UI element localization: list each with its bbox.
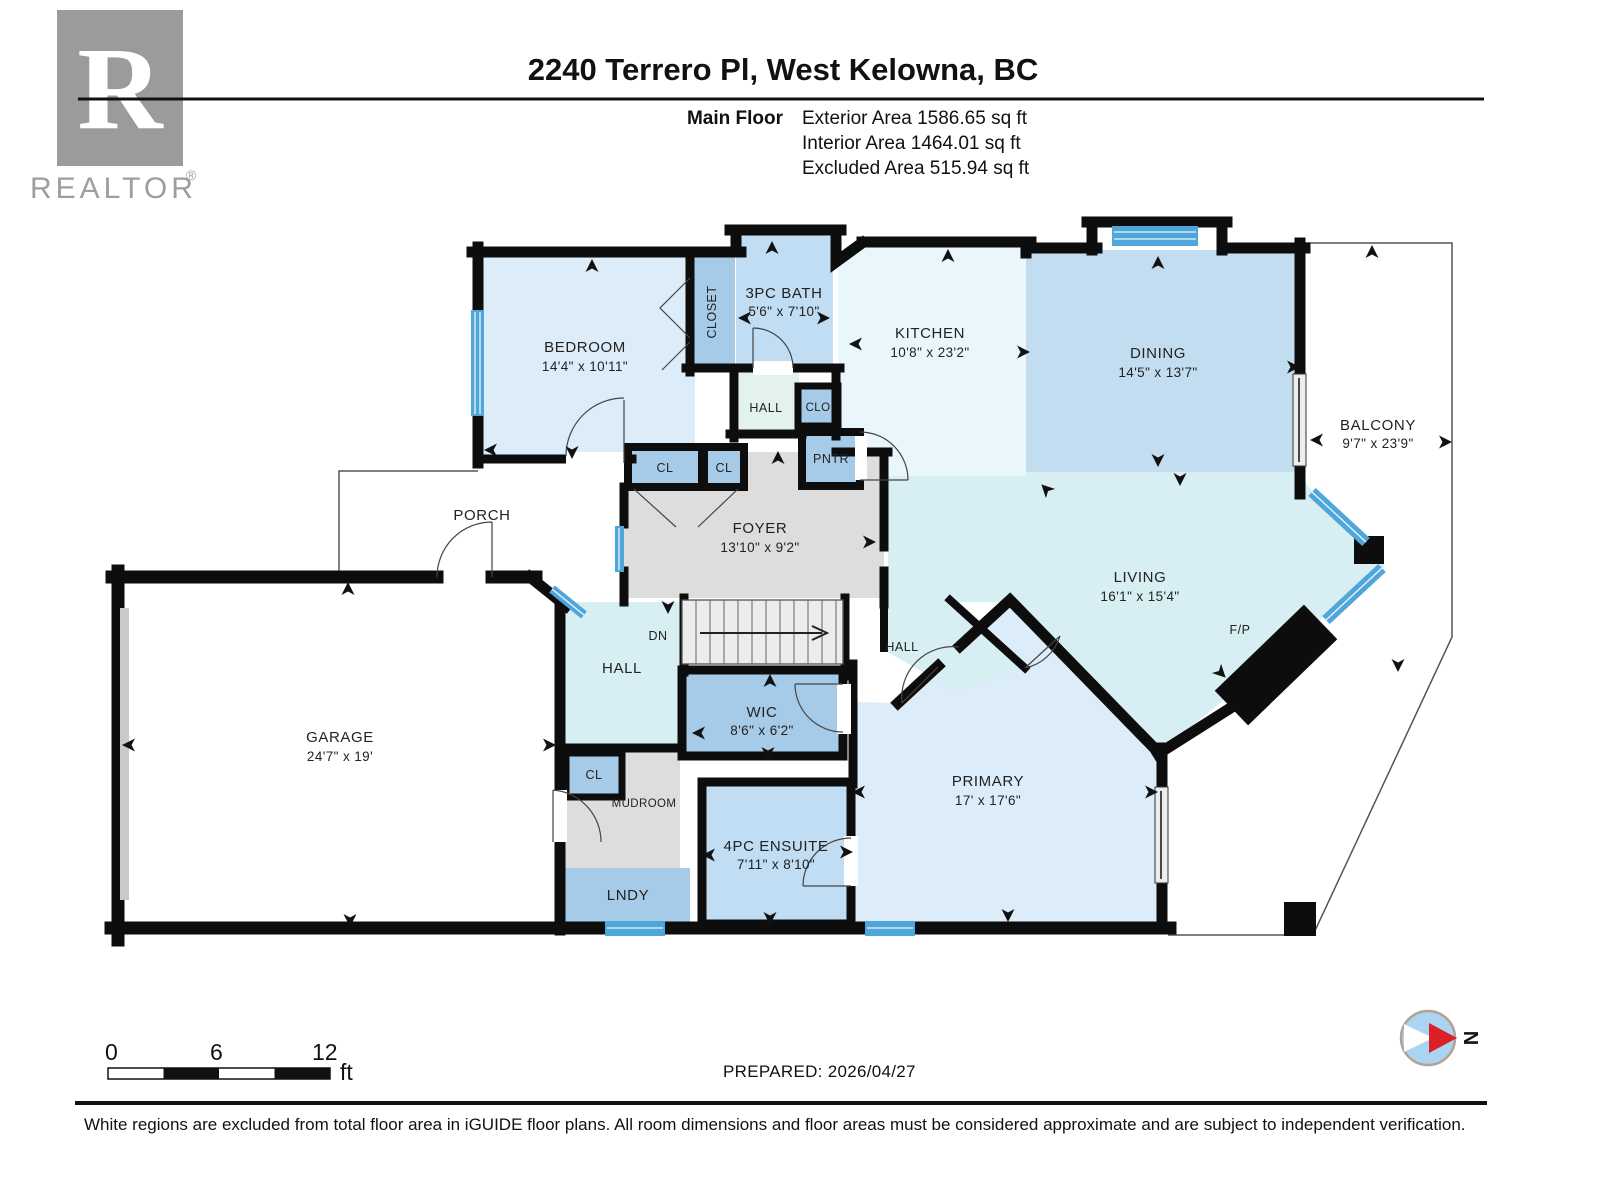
label-ensuite: 4PC ENSUITE	[724, 838, 829, 855]
room-dining	[1026, 250, 1300, 472]
scale-tick-0: 0	[105, 1039, 118, 1065]
dims-dining: 14'5" x 13'7"	[1118, 365, 1197, 380]
page-title: 2240 Terrero Pl, West Kelowna, BC	[528, 52, 1039, 87]
room-kitchen	[838, 246, 1026, 476]
prepared-date: PREPARED: 2026/04/27	[723, 1062, 916, 1081]
realtor-logo-box	[57, 10, 183, 166]
label-clo: CLO	[806, 402, 831, 414]
scale-unit: ft	[340, 1059, 353, 1085]
label-cl-a: CL	[657, 461, 674, 475]
room-labels: BEDROOM 14'4" x 10'11" CLOSET 3PC BATH 5…	[306, 285, 1416, 904]
label-hall-right: HALL	[885, 640, 918, 654]
dims-living: 16'1" x 15'4"	[1100, 589, 1179, 604]
label-hall-left: HALL	[602, 660, 642, 677]
door-gap	[566, 452, 624, 466]
porch-outline	[338, 470, 478, 577]
floor-label: Main Floor	[687, 108, 784, 129]
fireplace	[1214, 604, 1338, 726]
label-garage: GARAGE	[306, 729, 374, 746]
primary-door	[901, 646, 960, 704]
hall-living-door	[1024, 635, 1061, 669]
exterior-walls-main	[466, 216, 1311, 936]
door-gap	[844, 836, 858, 886]
interior-walls-thin	[880, 594, 1031, 674]
dims-bath: 5'6" x 7'10"	[748, 304, 819, 319]
stairs	[681, 599, 844, 665]
label-balcony: BALCONY	[1340, 417, 1416, 434]
realtor-logo-wordmark: REALTOR	[30, 172, 197, 205]
front-door	[436, 521, 493, 578]
label-porch: PORCH	[453, 507, 510, 524]
dims-wic: 8'6" x 6'2"	[730, 723, 793, 738]
header: R REALTOR ® 2240 Terrero Pl, West Kelown…	[30, 10, 1484, 205]
room-fills	[483, 235, 1385, 924]
windows	[120, 226, 1386, 936]
excluded-area: Excluded Area 515.94 sq ft	[802, 158, 1030, 179]
room-closet	[690, 252, 735, 368]
compass: N	[1399, 1009, 1481, 1067]
label-dining: DINING	[1130, 345, 1186, 362]
interior-walls	[473, 247, 893, 789]
disclaimer: White regions are excluded from total fl…	[84, 1115, 1466, 1134]
room-cl-mud	[562, 749, 626, 801]
door-gap	[753, 361, 793, 375]
dims-ensuite: 7'11" x 8'10"	[737, 857, 815, 872]
dims-kitchen: 10'8" x 23'2"	[890, 345, 969, 360]
interior-area: Interior Area 1464.01 sq ft	[802, 133, 1021, 154]
room-hall-top	[739, 372, 799, 434]
door-gap	[553, 790, 567, 842]
dims-bedroom: 14'4" x 10'11"	[542, 359, 628, 374]
label-bath: 3PC BATH	[745, 285, 822, 302]
label-kitchen: KITCHEN	[895, 325, 965, 342]
stairs-direction-arrow	[811, 625, 830, 641]
label-mudroom: MUDROOM	[612, 798, 677, 810]
label-living: LIVING	[1114, 569, 1167, 586]
room-living	[888, 472, 1385, 751]
balcony-pillar	[1284, 902, 1316, 936]
exterior-area: Exterior Area 1586.65 sq ft	[802, 108, 1028, 129]
balcony-outline	[1168, 242, 1453, 936]
realtor-logo-letter: R	[77, 23, 164, 154]
garage-door	[120, 608, 129, 900]
label-dn: DN	[648, 629, 667, 643]
scale-tick-12: 12	[312, 1039, 338, 1065]
room-hall-left	[564, 602, 680, 748]
label-pntr: PNTR	[813, 452, 849, 466]
dims-garage: 24'7" x 19'	[307, 749, 373, 764]
doors	[436, 277, 1061, 887]
label-lndy: LNDY	[607, 887, 649, 904]
registered-mark: ®	[186, 167, 197, 183]
label-cl-mud: CL	[586, 768, 603, 782]
room-bedroom	[483, 252, 695, 459]
closet-door-leaves	[633, 488, 739, 528]
dims-primary: 17' x 17'6"	[955, 793, 1021, 808]
label-closet: CLOSET	[705, 285, 719, 338]
dims-balcony: 9'7" x 23'9"	[1342, 436, 1413, 451]
compass-needle-north	[1429, 1023, 1457, 1053]
room-bath	[736, 235, 833, 368]
label-foyer: FOYER	[733, 520, 788, 537]
window-dining-bay	[1112, 226, 1198, 246]
closet-bifold-chevrons	[659, 277, 691, 371]
label-bedroom: BEDROOM	[544, 339, 626, 356]
room-cl-b	[700, 443, 748, 491]
label-cl-b: CL	[716, 461, 733, 475]
compass-n-label: N	[1459, 1031, 1481, 1045]
realtor-logo: R REALTOR ®	[30, 10, 197, 205]
label-fp: F/P	[1230, 623, 1251, 637]
footer: White regions are excluded from total fl…	[75, 1101, 1487, 1134]
scale-tick-6: 6	[210, 1039, 223, 1065]
dims-foyer: 13'10" x 9'2"	[720, 540, 799, 555]
compass-needle-tail	[1404, 1024, 1433, 1052]
scale-bar: 0 6 12 ft	[105, 1039, 353, 1085]
door-gap	[837, 684, 851, 734]
label-primary: PRIMARY	[952, 773, 1024, 790]
window-bedroom	[471, 310, 484, 416]
label-wic: WIC	[747, 704, 778, 721]
door-gap	[855, 436, 867, 480]
room-lndy	[564, 868, 690, 922]
label-hall-top: HALL	[749, 401, 782, 415]
